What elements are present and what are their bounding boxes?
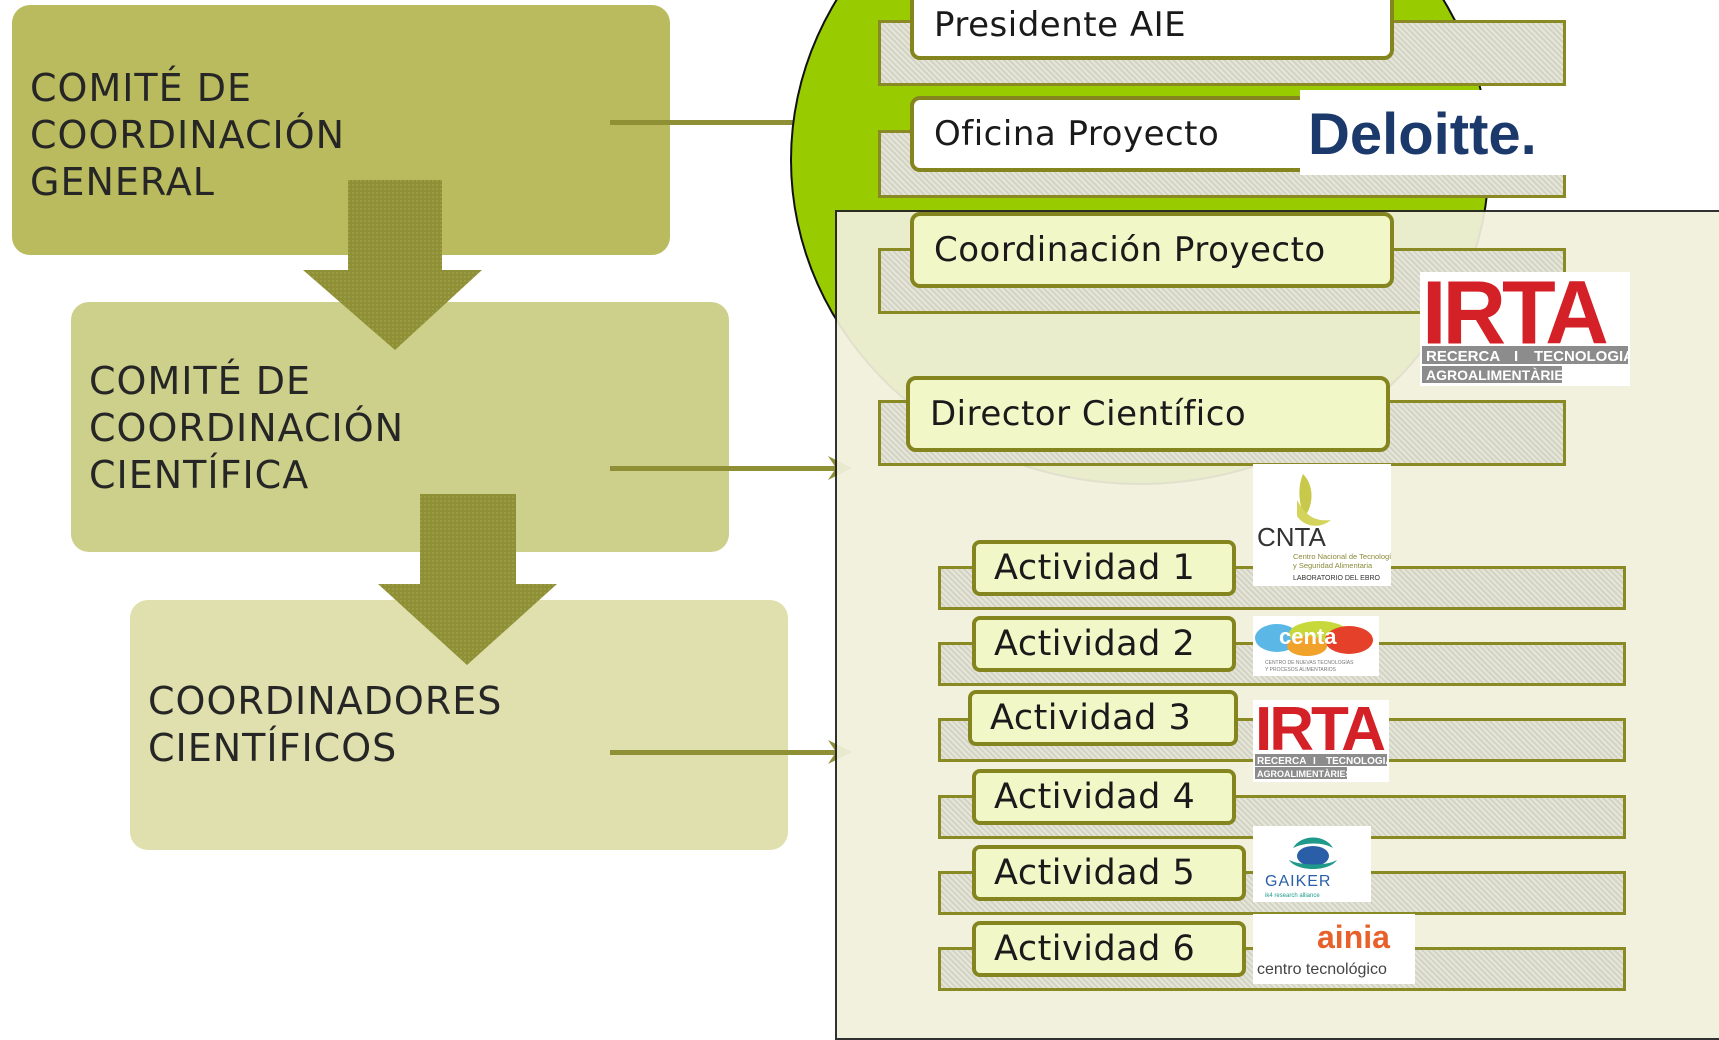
activity-1-label: Actividad 1 bbox=[994, 548, 1196, 588]
irta-logo-line2: AGROALIMENTÀRIES bbox=[1426, 367, 1573, 383]
centa-logo-sub2: Y PROCESOS ALIMENTARIOS bbox=[1265, 667, 1337, 673]
gaiker-logo: GAIKER ik4 research alliance bbox=[1253, 826, 1371, 902]
centa-logo-sub1: CENTRO DE NUEVAS TECNOLOGÍAS bbox=[1265, 659, 1354, 666]
activity-5: Actividad 5 bbox=[972, 845, 1246, 901]
irta-small-line1b: I bbox=[1313, 756, 1316, 767]
centa-logo: centa CENTRO DE NUEVAS TECNOLOGÍAS Y PRO… bbox=[1253, 616, 1379, 676]
cnta-logo-sub3: LABORATORIO DEL EBRO bbox=[1293, 575, 1381, 582]
irta-small-line1a: RECERCA bbox=[1257, 756, 1306, 767]
role-coordinacion: Coordinación Proyecto bbox=[910, 212, 1394, 288]
committee-general-line-3: GENERAL bbox=[30, 160, 215, 204]
irta-logo-line1a: RECERCA bbox=[1426, 348, 1500, 365]
deloitte-logo: Deloitte. bbox=[1300, 90, 1575, 175]
irta-logo-small: IRTA RECERCA I TECNOLOGIA AGROALIMENTÀRI… bbox=[1253, 700, 1389, 782]
down-arrow-1 bbox=[303, 180, 482, 350]
connector-arrow-2 bbox=[610, 456, 852, 480]
activity-2: Actividad 2 bbox=[972, 616, 1236, 672]
committee-cientifica-line-2: COORDINACIÓN bbox=[89, 406, 405, 450]
activity-3-label: Actividad 3 bbox=[990, 698, 1192, 738]
connector-arrow-3 bbox=[610, 740, 852, 764]
role-oficina: Oficina Proyecto bbox=[910, 96, 1320, 172]
irta-small-main: IRTA bbox=[1255, 700, 1385, 764]
role-director-label: Director Científico bbox=[930, 394, 1247, 434]
activity-5-label: Actividad 5 bbox=[994, 853, 1196, 893]
irta-small-line2: AGROALIMENTÀRIES bbox=[1257, 769, 1352, 779]
committee-coordinadores-line-1: COORDINADORES bbox=[148, 679, 503, 723]
deloitte-logo-text: Deloitte. bbox=[1308, 102, 1537, 167]
role-oficina-label: Oficina Proyecto bbox=[934, 114, 1220, 154]
committee-cientifica-line-3: CIENTÍFICA bbox=[89, 453, 310, 497]
cnta-logo-sub2: y Seguridad Alimentaria bbox=[1293, 561, 1373, 570]
ainia-logo-main: ainia bbox=[1317, 919, 1390, 955]
centa-logo-main: centa bbox=[1279, 624, 1337, 649]
irta-logo: IRTA RECERCA I TECNOLOGIA AGROALIMENTÀRI… bbox=[1420, 272, 1630, 386]
gaiker-logo-main: GAIKER bbox=[1265, 873, 1331, 890]
activity-6-label: Actividad 6 bbox=[994, 929, 1196, 969]
activity-4: Actividad 4 bbox=[972, 769, 1236, 825]
irta-logo-line1c: TECNOLOGIA bbox=[1534, 348, 1630, 365]
role-coordinacion-label: Coordinación Proyecto bbox=[934, 230, 1326, 270]
role-presidente: Presidente AIE bbox=[910, 0, 1394, 60]
irta-small-line1c: TECNOLOGIA bbox=[1326, 756, 1389, 767]
committee-general-line-2: COORDINACIÓN bbox=[30, 113, 346, 157]
activity-4-label: Actividad 4 bbox=[994, 777, 1196, 817]
ainia-logo-sub: centro tecnológico bbox=[1257, 961, 1387, 978]
ainia-logo: ainia centro tecnológico bbox=[1253, 914, 1415, 984]
committee-general-line-1: COMITÉ DE bbox=[30, 66, 253, 110]
cnta-logo-sub1: Centro Nacional de Tecnología bbox=[1293, 552, 1391, 561]
role-director: Director Científico bbox=[906, 376, 1390, 452]
committee-general: COMITÉ DE COORDINACIÓN GENERAL bbox=[12, 5, 670, 255]
activity-3: Actividad 3 bbox=[968, 690, 1238, 746]
irta-logo-line1b: I bbox=[1514, 348, 1518, 365]
cnta-logo-main: CNTA bbox=[1257, 522, 1327, 552]
activity-6: Actividad 6 bbox=[972, 921, 1246, 977]
down-arrow-2 bbox=[378, 494, 557, 665]
activity-2-label: Actividad 2 bbox=[994, 624, 1196, 664]
committee-coordinadores-line-2: CIENTÍFICOS bbox=[148, 726, 398, 770]
gaiker-logo-sub: ik4 research alliance bbox=[1265, 893, 1320, 899]
cnta-logo: CNTA Centro Nacional de Tecnología y Seg… bbox=[1253, 464, 1391, 586]
role-presidente-label: Presidente AIE bbox=[934, 5, 1187, 45]
activity-1: Actividad 1 bbox=[972, 540, 1236, 596]
committee-cientifica-line-1: COMITÉ DE bbox=[89, 359, 312, 403]
